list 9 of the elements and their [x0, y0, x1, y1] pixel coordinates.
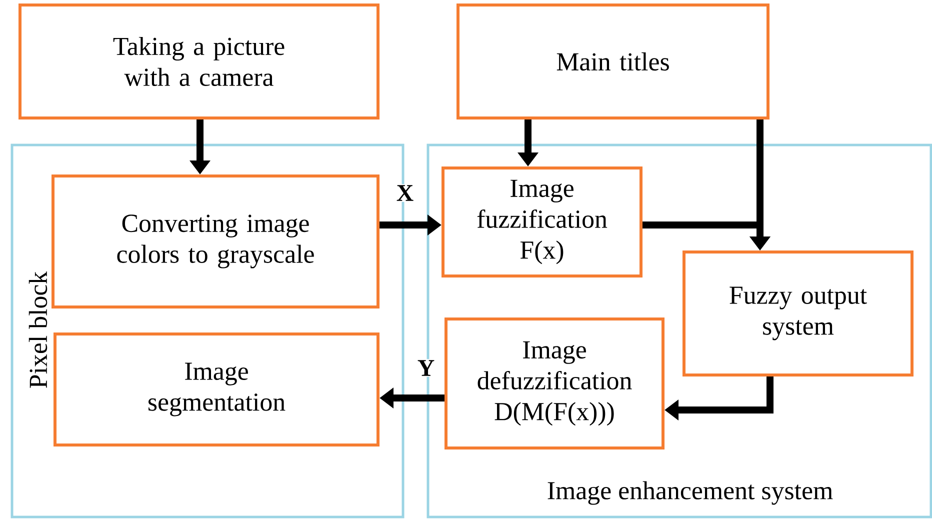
process-box: Taking a picture with a camera [18, 4, 380, 120]
process-box: Image segmentation [54, 332, 380, 446]
process-box: Fuzzy output system [682, 250, 914, 376]
process-box: Image defuzzification D(M(F(x))) [444, 318, 664, 450]
process-box: Converting image colors to grayscale [52, 174, 380, 308]
edge-label: Y [416, 359, 436, 377]
process-box: Main titles [456, 4, 770, 120]
edge-label: X [395, 184, 415, 202]
process-box: Image fuzzification F(x) [442, 166, 642, 278]
